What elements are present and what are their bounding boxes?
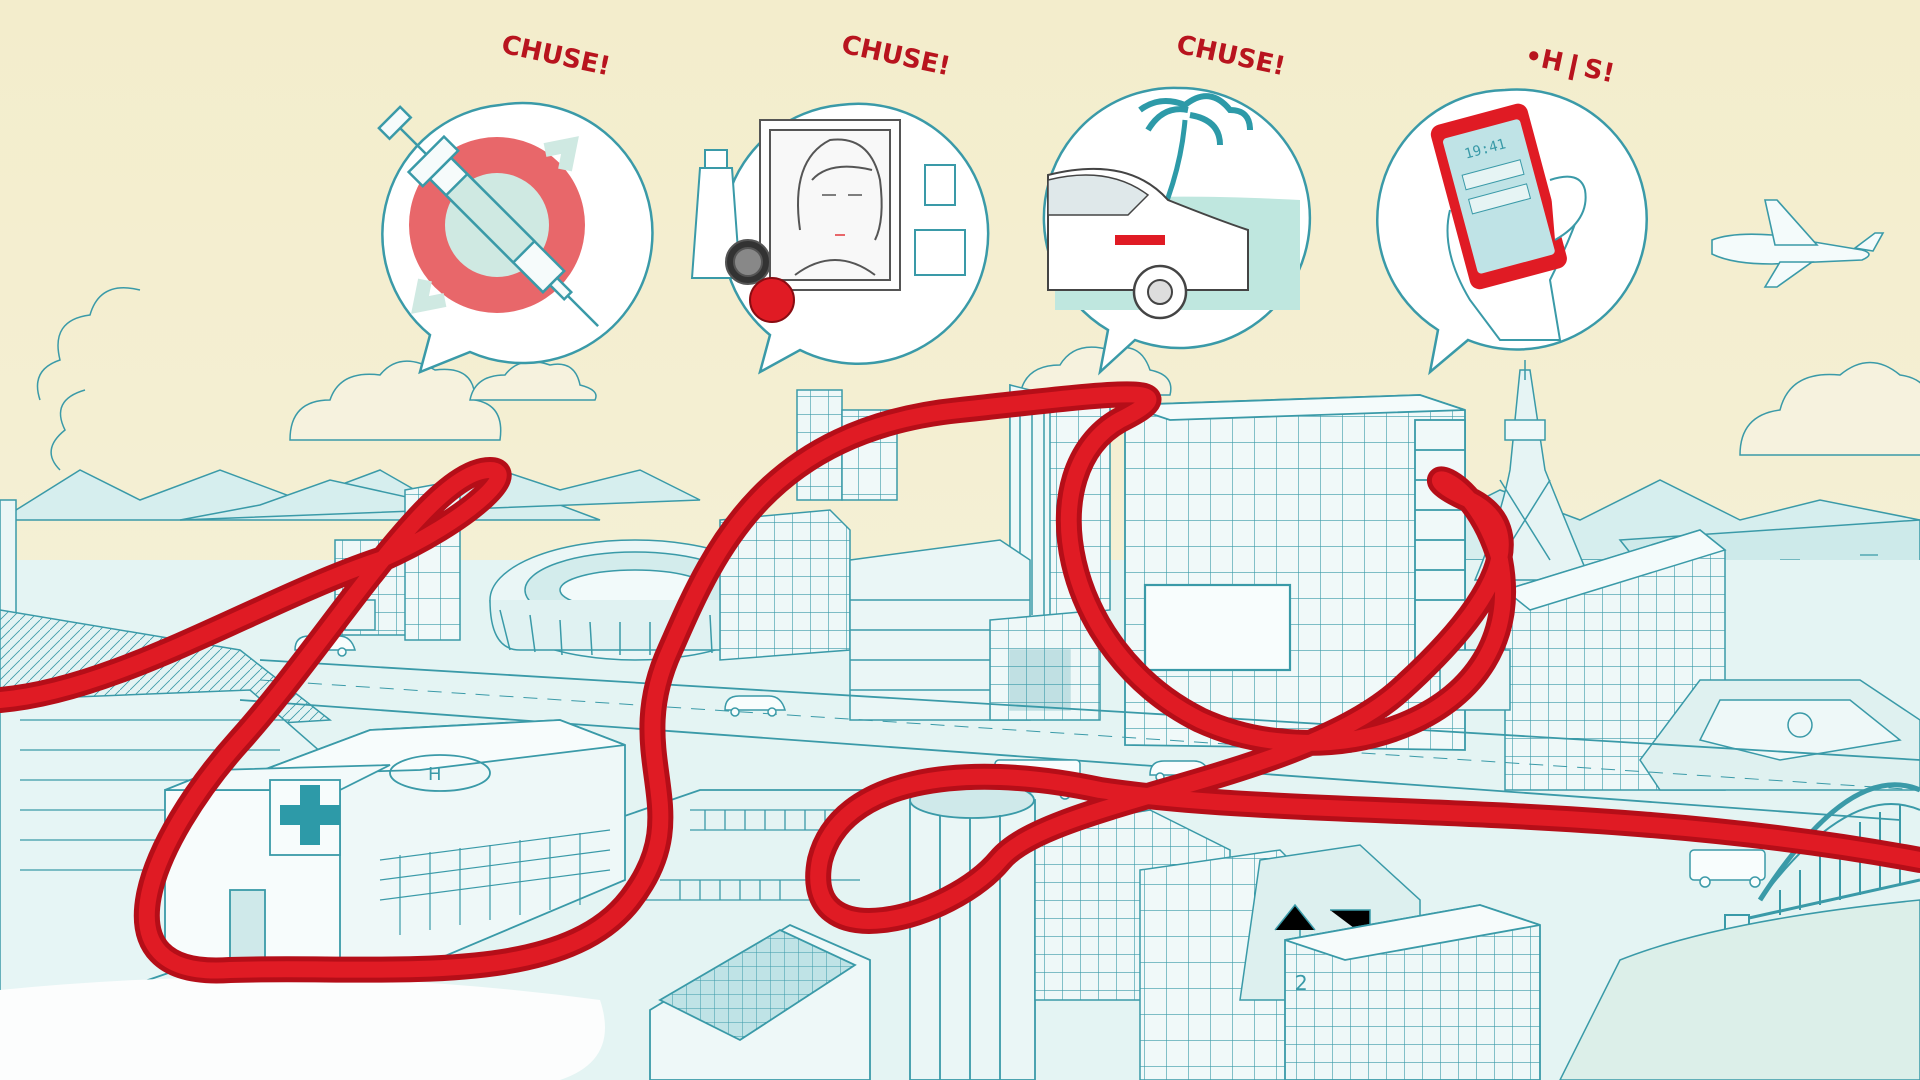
car-beach-icon	[1047, 93, 1300, 320]
apartment-block: 2	[1284, 904, 1541, 1080]
parking-lot	[640, 809, 860, 901]
svg-text:H: H	[428, 764, 442, 785]
foreground-white	[0, 977, 605, 1080]
speech-bubble-1: CHUSE!	[377, 30, 654, 375]
airplane-icon	[1711, 199, 1885, 288]
hospital-building: H	[164, 719, 626, 976]
arch-bridge	[1724, 782, 1920, 961]
speech-bubble-2: CHUSE!	[690, 30, 990, 375]
red-ribbon	[0, 381, 1920, 984]
speech-bubble-3: CHUSE!	[1042, 30, 1312, 376]
cosmetics-portrait-icon	[690, 119, 966, 323]
cylinder-tower	[909, 781, 1036, 1080]
speech-bubble-4: 19:41 •H❙S!	[1376, 41, 1648, 376]
central-office-block	[1124, 394, 1466, 751]
soccer-field	[1639, 679, 1920, 791]
clouds	[36, 287, 1920, 471]
solar-panel-building	[649, 923, 871, 1080]
midtown-buildings	[719, 509, 1101, 721]
syringe-recycle-icon	[377, 105, 600, 328]
svg-text:2: 2	[1295, 971, 1308, 995]
smartphone-icon: 19:41	[1430, 103, 1587, 341]
